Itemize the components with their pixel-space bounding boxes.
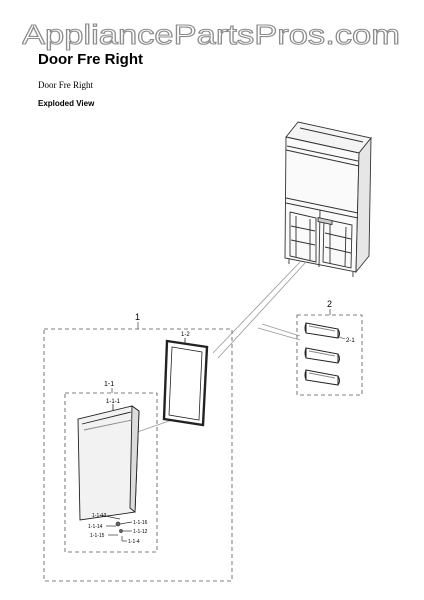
door-small-parts: 1-1-13 1-1-16 1-1-14 1-1-12 1-1-15 1-1-4 xyxy=(88,513,148,545)
refrigerator-illustration xyxy=(284,121,372,277)
callout-group-1: 1 xyxy=(135,312,140,322)
callout-group-2: 2 xyxy=(327,299,332,309)
callout-part-1-1-15: 1-1-15 xyxy=(90,533,105,539)
callout-group-1-1: 1-1 xyxy=(104,381,114,388)
callout-part-1-1-16: 1-1-16 xyxy=(133,520,148,526)
exploded-view-label: Exploded View xyxy=(38,99,95,108)
door-panel-illustration: 1-1-1 xyxy=(77,399,140,521)
door-bins-illustration xyxy=(304,322,340,386)
door-gasket-illustration: 1-2 xyxy=(162,332,209,427)
callout-part-2-1: 2-1 xyxy=(346,338,355,344)
callout-part-1-1-4: 1-1-4 xyxy=(128,539,140,545)
callout-part-1-1-12: 1-1-12 xyxy=(133,529,148,535)
page-title: Door Fre Right xyxy=(38,51,143,68)
group-1-box: 1 xyxy=(43,312,233,582)
group-1-1-box: 1-1 xyxy=(64,381,158,553)
leader-lines xyxy=(119,261,307,439)
group-2-box: 2 2-1 xyxy=(296,299,363,396)
page-subtitle: Door Fre Right xyxy=(38,80,93,90)
callout-part-1-1-1: 1-1-1 xyxy=(106,399,121,405)
callout-part-1-1-13: 1-1-13 xyxy=(92,513,107,519)
watermark-text: AppliancePartsPros.com xyxy=(22,19,400,50)
watermark: AppliancePartsPros.com xyxy=(22,18,401,50)
callout-part-1-1-14: 1-1-14 xyxy=(88,524,103,530)
callout-part-1-2: 1-2 xyxy=(181,332,190,338)
